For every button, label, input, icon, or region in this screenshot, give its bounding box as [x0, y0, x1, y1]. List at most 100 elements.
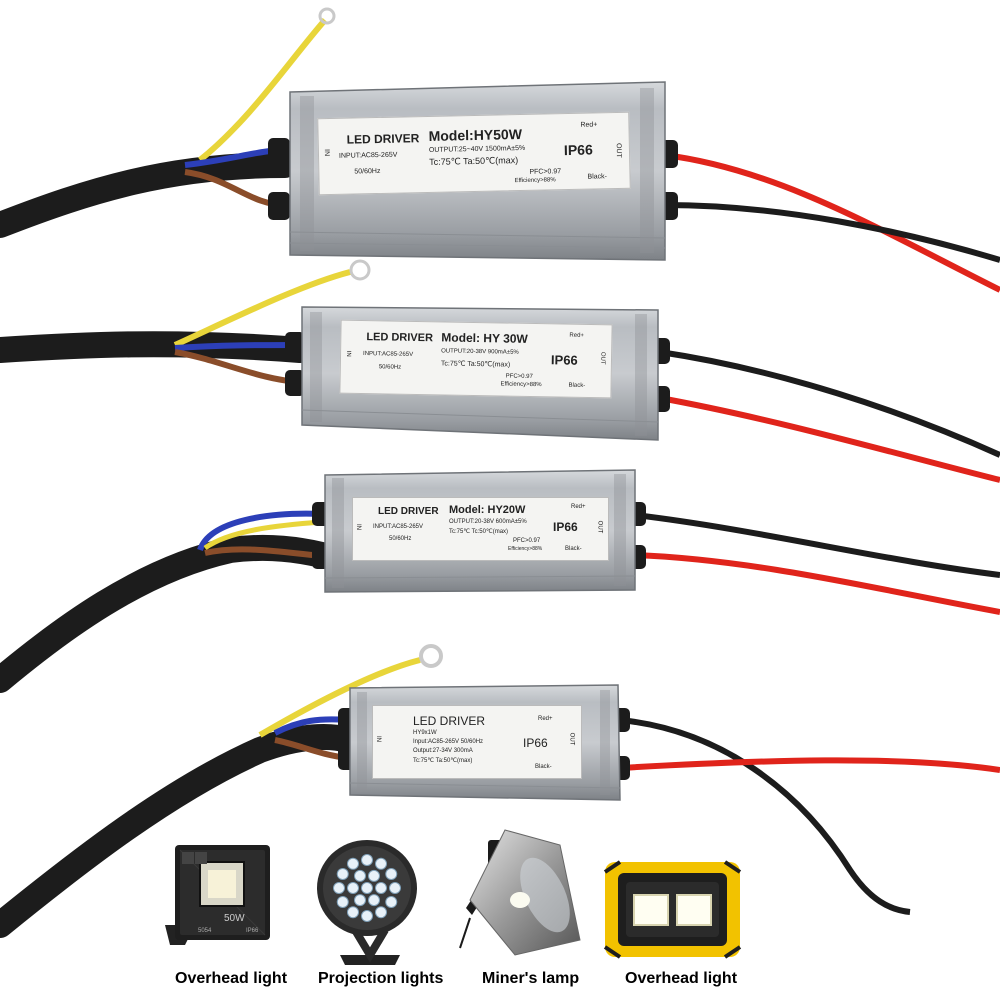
- ip-rating: IP66: [563, 141, 593, 159]
- red-wire: [659, 395, 1000, 483]
- floodlight-ip: IP66: [246, 928, 259, 934]
- driver-label-20w: IN LED DRIVER Model: HY20W INPUT:AC85-26…: [352, 497, 609, 561]
- driver-title: LED DRIVER: [346, 131, 420, 147]
- driver-label-30w: IN LED DRIVER Model: HY 30W INPUT:AC85-2…: [339, 319, 613, 399]
- yellow-wire: [258, 657, 421, 738]
- input-cable: [0, 152, 298, 238]
- red-plus-label: Red+: [569, 332, 584, 339]
- led-lens: [361, 910, 373, 922]
- out-marker: OUT: [614, 143, 623, 158]
- black-wire: [659, 349, 1000, 458]
- brown-wire: [204, 546, 323, 559]
- efficiency-value: Efficiency>88%: [508, 546, 543, 552]
- yellow-wire: [173, 269, 351, 348]
- black-minus-label: Black-: [587, 173, 608, 181]
- led-lens: [347, 882, 359, 894]
- in-marker: IN: [322, 149, 331, 157]
- caption-miners-lamp: Miner's lamp: [482, 970, 580, 987]
- driver-output: OUTPUT:20-38V 900mA±5%: [441, 348, 519, 356]
- driver-label-9x1w: IN LED DRIVER HY9x1W Input:AC85-265V 50/…: [372, 705, 582, 779]
- driver-input: INPUT:AC85-265V: [338, 151, 398, 160]
- led-lens: [375, 882, 387, 894]
- led-lens: [368, 869, 380, 882]
- out-marker: OUT: [568, 732, 575, 746]
- out-marker: OUT: [596, 520, 603, 534]
- red-plus-label: Red+: [580, 121, 598, 129]
- portable-work-light: [603, 860, 742, 959]
- driver-title: LED DRIVER: [366, 331, 434, 345]
- led-lens: [375, 906, 387, 919]
- driver-output: OUTPUT:25~40V 1500mA±5%: [428, 144, 526, 154]
- caption-overhead-light-2: Overhead light: [625, 970, 738, 987]
- driver-temperature: Tc:75℃ Ta:50℃(max): [413, 758, 473, 764]
- black-wire: [619, 717, 911, 915]
- red-plus-label: Red+: [538, 716, 553, 722]
- floodlight-wattage: 50W: [224, 913, 245, 924]
- black-wire: [664, 202, 1000, 263]
- driver-frequency: 50/60Hz: [389, 536, 412, 542]
- driver-title: LED DRIVER: [413, 714, 486, 728]
- input-cable: [0, 724, 361, 938]
- ring-terminal: [419, 644, 443, 668]
- led-lens: [333, 882, 345, 894]
- ip-rating: IP66: [550, 352, 578, 368]
- led-lens: [375, 857, 387, 870]
- driver-frequency: 50/60Hz: [354, 167, 381, 176]
- driver-output: Output:27-34V 300mA: [413, 748, 473, 754]
- ip-rating: IP66: [523, 736, 548, 750]
- driver-input: Input:AC85-265V 50/60Hz: [413, 739, 484, 745]
- red-plus-label: Red+: [571, 504, 586, 510]
- led-lens: [385, 868, 398, 880]
- red-wire: [619, 757, 1000, 773]
- driver-model: HY9x1W: [413, 730, 437, 736]
- blue-wire: [197, 510, 323, 552]
- driver-temperature: Tc:75℃ Tc:50℃(max): [449, 529, 509, 535]
- efficiency-value: Efficiency>88%: [500, 381, 542, 389]
- pfc-value: PFC>0.97: [513, 538, 541, 544]
- in-marker: IN: [355, 524, 361, 530]
- miners-lamp: [459, 829, 581, 956]
- out-marker: OUT: [599, 351, 606, 365]
- led-lens: [354, 869, 366, 882]
- led-lens: [361, 854, 373, 866]
- black-minus-label: Black-: [535, 764, 552, 770]
- in-marker: IN: [345, 350, 352, 357]
- driver-frequency: 50/60Hz: [378, 364, 402, 371]
- led-lens: [347, 906, 359, 919]
- led-lens: [354, 894, 366, 907]
- blue-wire: [174, 342, 301, 351]
- floodlight: [165, 845, 270, 945]
- led-lens: [336, 896, 349, 908]
- floodlight-code: 5054: [198, 928, 212, 934]
- driver-temperature: Tc:75℃ Ta:50℃(max): [429, 155, 519, 167]
- input-cable: [0, 534, 335, 693]
- projection-light: [317, 840, 417, 965]
- driver-input: INPUT:AC85-265V: [373, 524, 424, 530]
- led-lens: [347, 857, 359, 870]
- led-lens: [361, 882, 373, 894]
- driver-title: LED DRIVER: [378, 506, 439, 517]
- black-wire: [634, 512, 1000, 578]
- led-lens: [389, 882, 401, 894]
- driver-input: INPUT:AC85-265V: [363, 351, 414, 358]
- yellow-wire: [203, 519, 323, 551]
- efficiency-value: Efficiency>88%: [514, 177, 556, 185]
- driver-model: Model:HY50W: [428, 125, 523, 144]
- black-minus-label: Black-: [568, 382, 586, 389]
- in-marker: IN: [375, 736, 381, 742]
- caption-overhead-light-1: Overhead light: [175, 970, 288, 987]
- driver-model: Model: HY 30W: [441, 330, 528, 346]
- driver-output: OUTPUT:20-38V 600mA±5%: [449, 519, 527, 525]
- red-wire: [664, 152, 1000, 293]
- pfc-value: PFC>0.97: [505, 373, 533, 380]
- caption-projection-lights: Projection lights: [318, 970, 444, 987]
- yellow-wire: [198, 18, 328, 163]
- red-wire: [634, 552, 1000, 615]
- black-minus-label: Black-: [565, 546, 582, 552]
- ring-terminal: [349, 259, 371, 281]
- pfc-value: PFC>0.97: [529, 168, 562, 176]
- led-lens: [368, 894, 380, 907]
- driver-label-50w: IN LED DRIVER Model:HY50W INPUT:AC85-265…: [317, 111, 631, 196]
- driver-temperature: Tc:75℃ Ta:50℃(max): [440, 360, 511, 369]
- ip-rating: IP66: [553, 520, 578, 534]
